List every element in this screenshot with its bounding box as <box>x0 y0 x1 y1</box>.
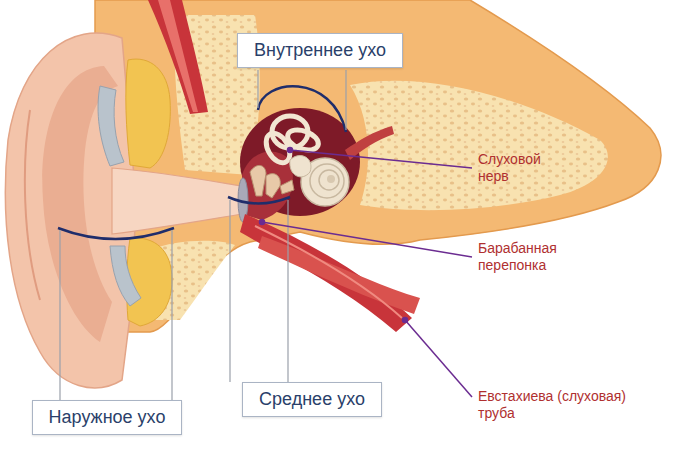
cartilage <box>98 86 124 166</box>
section-label-box: Среднее ухо <box>242 382 382 417</box>
section-label-box: Наружное ухо <box>32 400 183 435</box>
section-name: Среднее ухо <box>259 389 365 410</box>
ear-canal <box>112 168 242 234</box>
section-bracket <box>58 86 346 239</box>
vestibule <box>290 156 311 177</box>
spongy-bone <box>350 81 608 211</box>
temporal-bone <box>95 0 661 332</box>
eustachian-tube <box>258 236 420 314</box>
part-label: Евстахиева (слуховая) труба <box>478 388 648 422</box>
pinna-fold <box>25 110 40 300</box>
part-label: Барабанная перепонка <box>478 240 598 274</box>
ossicles <box>250 165 294 198</box>
leader-line <box>260 148 473 398</box>
part-label: Слуховой нерв <box>478 151 563 185</box>
auditory-nerve <box>345 126 394 160</box>
fat-tissue <box>127 238 172 326</box>
cartilage <box>110 246 141 306</box>
section-name: Наружное ухо <box>49 407 166 428</box>
tube-highlight <box>255 226 402 318</box>
fat-tissue <box>126 59 171 168</box>
bracket-guide <box>60 70 346 400</box>
section-label-box: Внутреннее ухо <box>237 33 403 68</box>
section-name: Внутреннее ухо <box>254 40 386 61</box>
